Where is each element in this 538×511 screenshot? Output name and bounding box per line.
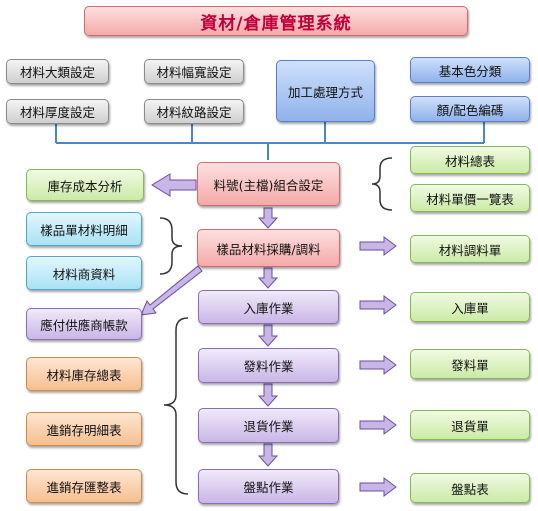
return-operation[interactable]: 退貨作業	[198, 408, 339, 443]
arrow-to-return-form	[359, 415, 397, 435]
stocktake-form[interactable]: 盤點表	[410, 473, 530, 503]
inventory-cost-analysis[interactable]: 庫存成本分析	[26, 169, 144, 201]
left-brace-upper	[159, 217, 183, 275]
supplier-payables[interactable]: 應付供應商帳款	[26, 308, 142, 340]
material-thickness-setting[interactable]: 材料厚度設定	[6, 99, 109, 124]
arrow-to-issue-form	[359, 355, 397, 375]
color-coding-setting[interactable]: 顏/配色編碼	[410, 96, 530, 122]
issue-form[interactable]: 發料單	[410, 349, 530, 379]
sample-material-detail[interactable]: 樣品單材料明細	[26, 212, 142, 246]
inout-summary-report[interactable]: 進銷存匯整表	[26, 469, 142, 503]
sample-purchase[interactable]: 樣品材料採購/調料	[197, 229, 340, 267]
page-title: 資材/倉庫管理系統	[84, 6, 468, 36]
arrow-to-inventory-cost	[151, 173, 197, 197]
arrow-down-4	[257, 383, 279, 407]
material-stock-summary[interactable]: 材料庫存總表	[26, 357, 142, 391]
stock-in-operation[interactable]: 入庫作業	[198, 290, 339, 324]
part-master-setting[interactable]: 料號(主檔)組合設定	[197, 162, 340, 206]
material-transfer-form[interactable]: 材料調料單	[410, 235, 530, 263]
arrow-down-2	[257, 267, 279, 289]
arrow-down-3	[257, 324, 279, 347]
material-master-list[interactable]: 材料總表	[410, 146, 530, 174]
material-price-list[interactable]: 材料單價一覽表	[410, 184, 530, 212]
arrow-to-stock-in-form	[359, 295, 397, 315]
inout-detail-report[interactable]: 進銷存明細表	[26, 412, 142, 446]
arrow-to-stocktake-form	[359, 477, 397, 497]
arrow-down-5	[257, 443, 279, 467]
material-width-setting[interactable]: 材料幅寬設定	[144, 59, 244, 84]
arrow-to-transfer-form	[359, 236, 397, 256]
stocktake-operation[interactable]: 盤點作業	[198, 469, 339, 504]
base-color-setting[interactable]: 基本色分類	[410, 57, 530, 83]
material-category-setting[interactable]: 材料大類設定	[6, 59, 109, 84]
right-brace	[371, 157, 393, 211]
material-pattern-setting[interactable]: 材料紋路設定	[144, 99, 244, 124]
arrow-to-payables	[140, 265, 203, 316]
left-brace-lower	[163, 317, 189, 495]
supplier-data[interactable]: 材料商資料	[26, 256, 142, 290]
issue-operation[interactable]: 發料作業	[198, 348, 339, 383]
stock-in-form[interactable]: 入庫單	[410, 292, 530, 322]
arrow-down-1	[257, 207, 279, 229]
return-form[interactable]: 退貨單	[410, 410, 530, 440]
processing-method-setting[interactable]: 加工處理方式	[276, 60, 375, 122]
